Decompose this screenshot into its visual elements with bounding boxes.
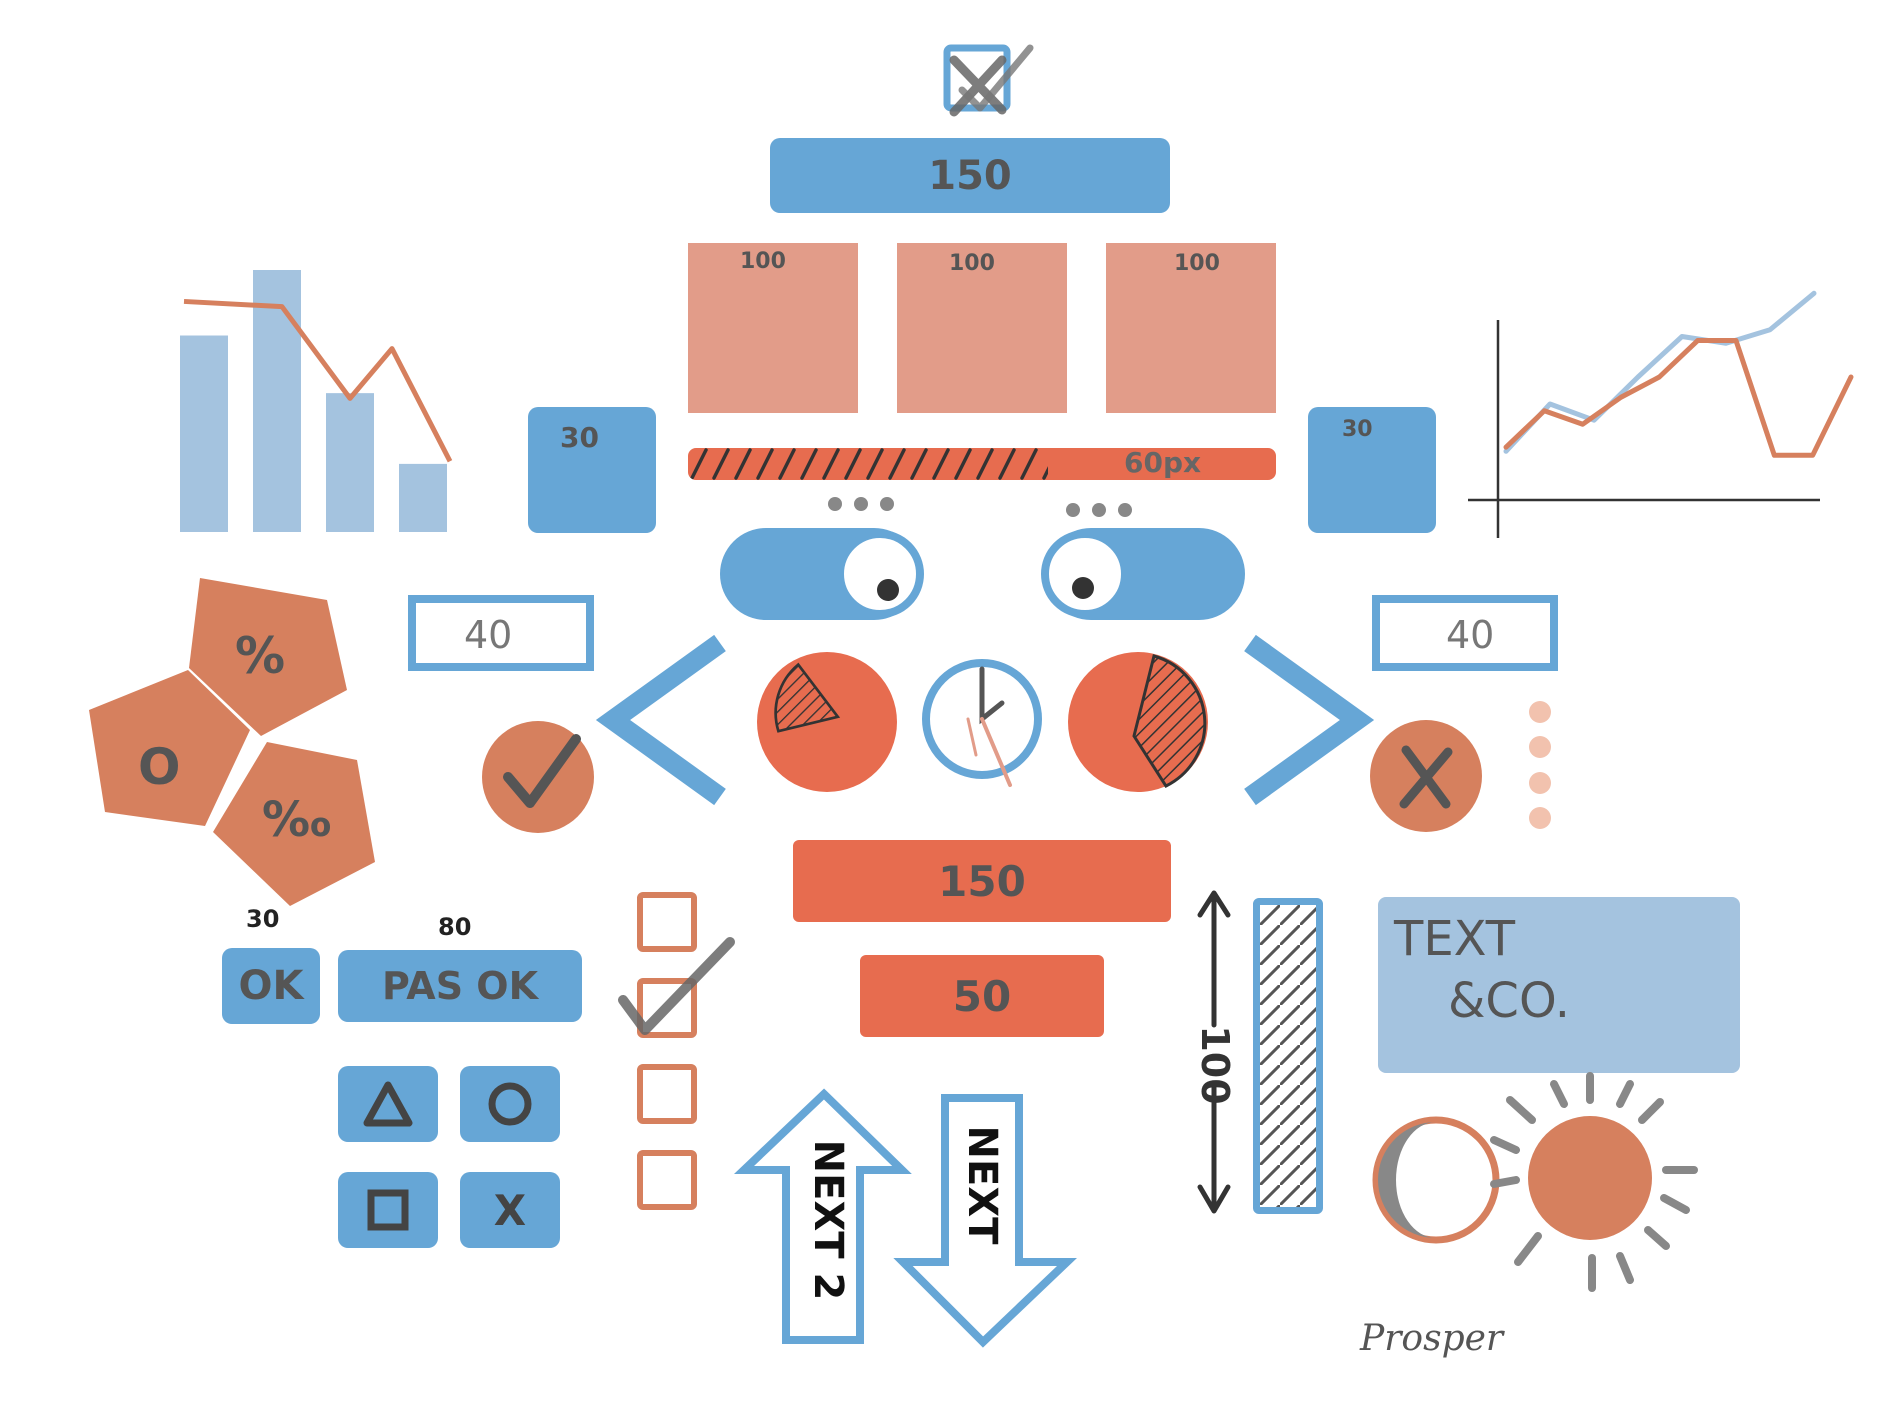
progress-bar[interactable]: 60px — [688, 448, 1276, 480]
checkbox-1[interactable] — [637, 892, 697, 952]
pentagon-label-permille: ‰ — [262, 792, 332, 848]
line-series-2 — [1503, 338, 1854, 458]
bottom-bar-50[interactable]: 50 — [860, 955, 1104, 1037]
vertical-bar-label: 100 — [1193, 1025, 1237, 1105]
triangle-icon — [363, 1081, 413, 1127]
square-button[interactable] — [338, 1172, 438, 1248]
text-box-line2: &CO. — [1448, 973, 1571, 1029]
pie-icon-left — [757, 652, 897, 792]
vertical-dimension-icon — [1197, 890, 1231, 1214]
triangle-button[interactable] — [338, 1066, 438, 1142]
hatch-pattern — [1260, 905, 1316, 1207]
dots-icon — [1066, 503, 1132, 517]
salmon-block-label: 100 — [949, 251, 995, 276]
cross-icon: X — [493, 1185, 527, 1235]
toggle-left[interactable] — [720, 528, 924, 620]
square-icon — [367, 1189, 409, 1231]
bar-chart-line — [183, 298, 453, 463]
dots-icon — [828, 497, 894, 511]
side-block-right[interactable]: 30 — [1308, 407, 1436, 533]
bottom-bar-50-label: 50 — [952, 971, 1012, 1021]
salmon-block-label: 100 — [1174, 251, 1220, 276]
salmon-block-label: 100 — [740, 249, 786, 274]
pas-ok-button[interactable]: PAS OK — [338, 950, 582, 1022]
arrow-down-icon[interactable] — [893, 1092, 1077, 1352]
salmon-block-2[interactable]: 100 — [897, 243, 1067, 413]
sun-icon[interactable] — [1480, 1070, 1700, 1300]
checkbox-3[interactable] — [637, 1064, 697, 1124]
text-box[interactable]: TEXT &CO. — [1378, 897, 1740, 1073]
check-x-icon — [943, 44, 1034, 117]
ok-button-label: OK — [238, 963, 304, 1009]
number-input-left[interactable]: 40 — [408, 595, 594, 671]
signature: Prosper — [1360, 1318, 1504, 1359]
number-input-right[interactable]: 40 — [1372, 595, 1558, 671]
pie-icon-right — [1068, 652, 1208, 792]
circle-button[interactable] — [460, 1066, 560, 1142]
check-mark-icon — [618, 937, 735, 1035]
arrow-up-icon[interactable] — [733, 1088, 912, 1348]
vertical-hatched-bar[interactable] — [1253, 898, 1323, 1214]
side-block-left[interactable]: 30 — [528, 407, 656, 533]
salmon-block-3[interactable]: 100 — [1106, 243, 1276, 413]
circle-icon — [488, 1082, 532, 1126]
vertical-dots-icon — [1529, 701, 1551, 829]
bar — [253, 270, 301, 532]
checkbox-4[interactable] — [637, 1150, 697, 1210]
bar — [326, 393, 374, 532]
clock-icon — [922, 659, 1042, 787]
cross-button[interactable]: X — [460, 1172, 560, 1248]
chevron-right-icon[interactable] — [1244, 634, 1375, 806]
vertical-bar-label-wrap: 100 — [1190, 1015, 1240, 1115]
pas-ok-width-note: 80 — [438, 913, 472, 941]
top-bar-150[interactable]: 150 — [770, 138, 1170, 213]
side-block-label: 30 — [560, 421, 599, 454]
pentagon-label-percent: % — [235, 627, 286, 685]
moon-icon[interactable] — [1368, 1112, 1508, 1252]
top-bar-label: 150 — [928, 152, 1012, 199]
line-series-1 — [1503, 290, 1817, 454]
chevron-left-icon[interactable] — [595, 634, 726, 806]
bar-chart — [180, 270, 453, 532]
pas-ok-button-label: PAS OK — [381, 964, 539, 1008]
toggle-knob-eye-icon — [836, 530, 924, 618]
toggle-right[interactable] — [1041, 528, 1245, 620]
text-box-line1: TEXT — [1394, 911, 1516, 967]
ok-button[interactable]: OK — [222, 948, 320, 1024]
cross-circle-icon[interactable] — [1368, 718, 1498, 848]
check-circle-icon[interactable] — [478, 715, 608, 845]
bar — [180, 335, 228, 532]
number-input-value: 40 — [464, 613, 513, 657]
bottom-bar-150[interactable]: 150 — [793, 840, 1171, 922]
ok-width-note: 30 — [246, 905, 280, 933]
arrow-down-label: NEXT — [959, 1125, 1005, 1245]
number-input-value: 40 — [1446, 613, 1495, 657]
arrow-up-label-wrap: NEXT 2 — [803, 1139, 853, 1301]
toggle-knob-eye-icon — [1041, 530, 1129, 618]
arrow-up-label: NEXT 2 — [805, 1139, 851, 1301]
bar — [399, 463, 447, 532]
arrow-down-label-wrap: NEXT — [957, 1105, 1007, 1265]
pentagon-label-o: O — [138, 738, 181, 796]
line-chart — [1468, 290, 1854, 538]
progress-hatch — [688, 448, 1048, 480]
progress-label: 60px — [1124, 448, 1202, 479]
side-block-label: 30 — [1342, 417, 1373, 442]
salmon-block-1[interactable]: 100 — [688, 243, 858, 413]
pentagon-cluster — [89, 578, 375, 906]
top-checkbox[interactable] — [940, 44, 1034, 117]
bottom-bar-150-label: 150 — [938, 856, 1026, 906]
